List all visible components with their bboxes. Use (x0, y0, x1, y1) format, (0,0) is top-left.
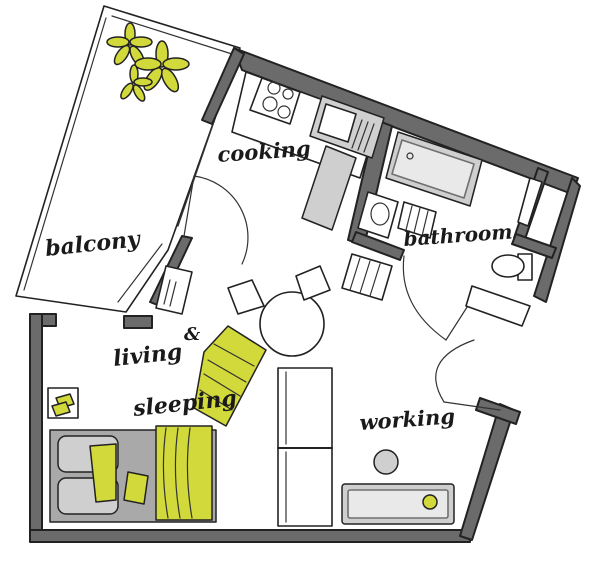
bathroom-cabinet (465, 177, 543, 327)
stove-icon (249, 77, 301, 125)
balcony-area (15, 5, 241, 313)
door-arc-balcony (193, 175, 249, 265)
door-arc-bathroom (402, 255, 447, 341)
room-label-working: working (359, 403, 456, 435)
balcony-outline (15, 5, 241, 313)
nightstand (47, 387, 79, 419)
blanket (155, 425, 213, 521)
stool-icon (373, 449, 399, 475)
washbasin-icon (357, 191, 399, 239)
room-label-living: living (112, 339, 184, 372)
dining-table (259, 291, 325, 357)
chair-icon (227, 265, 331, 315)
rug (193, 325, 267, 427)
side-table (155, 265, 193, 315)
shower-tray-icon (397, 201, 437, 239)
drying-rack-icon (341, 253, 393, 301)
exterior-walls (29, 47, 581, 543)
room-label-cooking: cooking (217, 136, 312, 167)
sink-icon (309, 95, 385, 159)
room-label-ampersand: & (184, 324, 201, 345)
desk (341, 483, 455, 525)
bed (49, 425, 217, 523)
toilet-icon (491, 253, 533, 281)
door-arc-working (435, 339, 475, 403)
plant-icon (106, 22, 190, 102)
kitchen-counter-extension (301, 145, 357, 231)
bathtub-icon (385, 131, 483, 207)
wardrobe (277, 367, 333, 527)
